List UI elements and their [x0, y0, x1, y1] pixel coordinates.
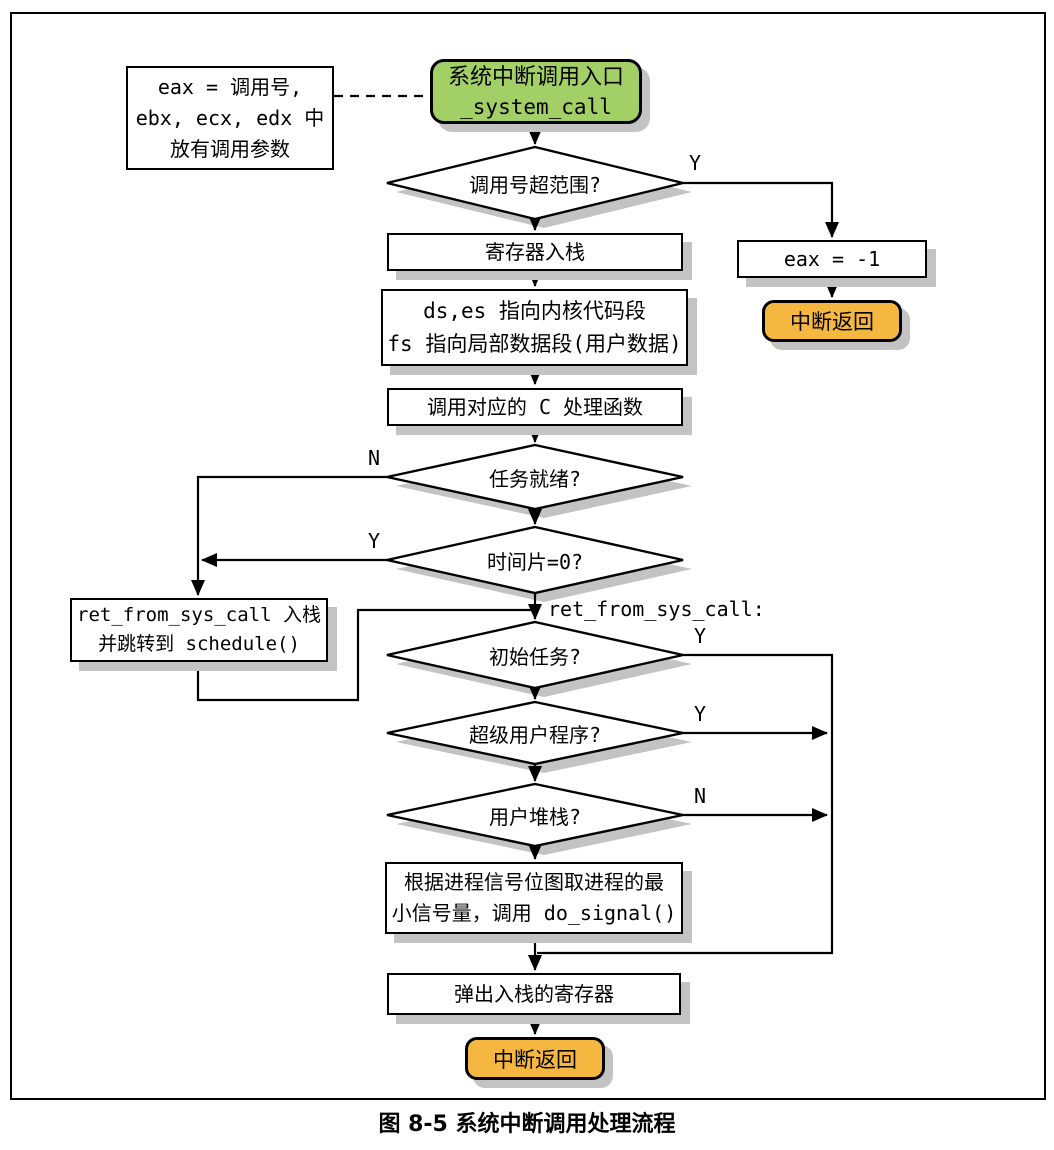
push-registers-box: 寄存器入栈: [387, 233, 683, 271]
figure-border: [10, 12, 1046, 1100]
do-signal-line-1: 根据进程信号位图取进程的最: [404, 870, 664, 894]
eax-neg1-label: eax = -1: [783, 246, 881, 271]
call-c-handler-label: 调用对应的 C 处理函数: [426, 394, 644, 419]
segment-setup-box: ds,es 指向内核代码段 fs 指向局部数据段(用户数据): [381, 289, 688, 366]
entry-symbol: _system_call: [460, 94, 612, 119]
branch-label-superuser-yes: Y: [694, 702, 707, 726]
eax-neg1-box: eax = -1: [737, 240, 927, 278]
figure-caption: 图 8-5 系统中断调用处理流程: [378, 1112, 676, 1137]
segment-line-2: fs 指向局部数据段(用户数据): [387, 331, 682, 356]
interrupt-return-right-terminal: 中断返回: [762, 300, 902, 342]
note-line-2: ebx, ecx, edx 中: [135, 105, 325, 130]
branch-label-timeslice-yes: Y: [368, 529, 381, 553]
schedule-line-1: ret_from_sys_call 入栈: [77, 604, 321, 626]
pop-registers-box: 弹出入栈的寄存器: [387, 973, 681, 1015]
entry-terminal: 系统中断调用入口 _system_call: [430, 59, 642, 124]
interrupt-return-bottom-label: 中断返回: [493, 1047, 577, 1072]
register-note-box: eax = 调用号, ebx, ecx, edx 中 放有调用参数: [126, 66, 334, 170]
note-line-1: eax = 调用号,: [157, 74, 303, 99]
call-c-handler-box: 调用对应的 C 处理函数: [387, 388, 683, 426]
push-registers-label: 寄存器入栈: [485, 239, 585, 264]
branch-label-range-yes: Y: [689, 151, 702, 175]
note-line-3: 放有调用参数: [170, 136, 290, 161]
do-signal-line-2: 小信号量，调用 do_signal(): [391, 901, 677, 925]
segment-line-1: ds,es 指向内核代码段: [423, 298, 646, 323]
interrupt-return-bottom-terminal: 中断返回: [465, 1037, 605, 1080]
schedule-line-2: 并跳转到 schedule(): [98, 633, 300, 655]
ret-from-sys-call-label: ret_from_sys_call:: [548, 597, 765, 621]
branch-label-user-stack-no: N: [694, 784, 707, 808]
entry-title: 系统中断调用入口: [447, 64, 624, 90]
branch-label-init-yes: Y: [694, 624, 707, 648]
pop-registers-label: 弹出入栈的寄存器: [454, 981, 614, 1006]
do-signal-box: 根据进程信号位图取进程的最 小信号量，调用 do_signal(): [385, 862, 683, 934]
interrupt-return-right-label: 中断返回: [790, 310, 874, 334]
branch-label-ready-no: N: [368, 446, 381, 470]
schedule-box: ret_from_sys_call 入栈 并跳转到 schedule(): [70, 598, 328, 662]
